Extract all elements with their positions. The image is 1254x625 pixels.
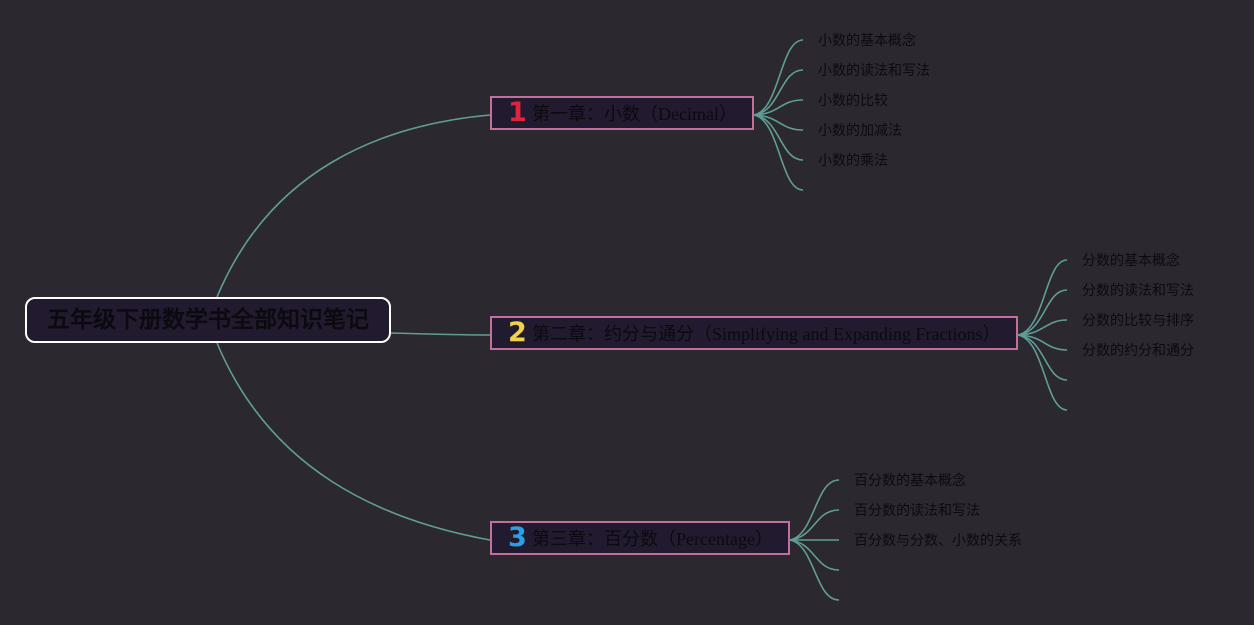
chapter-title-2: 第二章：约分与通分（Simplifying and Expanding Frac…: [532, 324, 1001, 344]
link-ch2-topic-3: [1017, 319, 1068, 336]
link-ch1-topic-5: [753, 114, 804, 161]
topic-1-4[interactable]: 小数的加减法: [818, 123, 902, 139]
chapter-number-2-icon: 2: [508, 317, 527, 348]
topic-1-3[interactable]: 小数的比较: [818, 93, 888, 109]
link-ch3-topic-5: [789, 539, 840, 601]
link-ch3-topic-1: [789, 479, 840, 541]
chapter-node-1[interactable]: 1 第一章：小数（Decimal）: [490, 96, 754, 130]
link-ch2-topic-6: [1017, 334, 1068, 411]
link-ch2-topic-1: [1017, 259, 1068, 336]
link-root-chapter-1: [216, 114, 491, 298]
link-ch2-topic-2: [1017, 289, 1068, 336]
chapter-node-2[interactable]: 2 第二章：约分与通分（Simplifying and Expanding Fr…: [490, 316, 1018, 350]
topic-2-1[interactable]: 分数的基本概念: [1082, 253, 1180, 269]
topic-2-4[interactable]: 分数的约分和通分: [1082, 343, 1194, 359]
chapter-node-3[interactable]: 3 第三章：百分数（Percentage）: [490, 521, 790, 555]
link-ch1-topic-1: [753, 39, 804, 116]
topic-2-3[interactable]: 分数的比较与排序: [1082, 313, 1194, 329]
link-ch3-topic-4: [789, 539, 840, 571]
chapter-number-3-icon: 3: [508, 522, 527, 553]
topic-1-1[interactable]: 小数的基本概念: [818, 33, 916, 49]
link-ch1-topic-2: [753, 69, 804, 116]
topic-3-3[interactable]: 百分数与分数、小数的关系: [854, 533, 1022, 549]
link-ch3-topic-2: [789, 509, 840, 541]
topic-1-2[interactable]: 小数的读法和写法: [818, 63, 930, 79]
chapter-number-1-icon: 1: [508, 97, 527, 128]
topic-2-2[interactable]: 分数的读法和写法: [1082, 283, 1194, 299]
link-root-chapter-3: [216, 342, 491, 541]
topic-3-2[interactable]: 百分数的读法和写法: [854, 503, 980, 519]
chapter-title-1: 第一章：小数（Decimal）: [532, 104, 737, 124]
link-root-chapter-2: [389, 332, 491, 336]
topic-3-1[interactable]: 百分数的基本概念: [854, 473, 966, 489]
topic-1-5[interactable]: 小数的乘法: [818, 153, 888, 169]
chapter-title-3: 第三章：百分数（Percentage）: [532, 529, 773, 549]
link-ch2-topic-5: [1017, 334, 1068, 381]
link-ch1-topic-3: [753, 99, 804, 116]
link-ch1-topic-6: [753, 114, 804, 191]
root-node[interactable]: 五年级下册数学书全部知识笔记: [25, 297, 391, 343]
